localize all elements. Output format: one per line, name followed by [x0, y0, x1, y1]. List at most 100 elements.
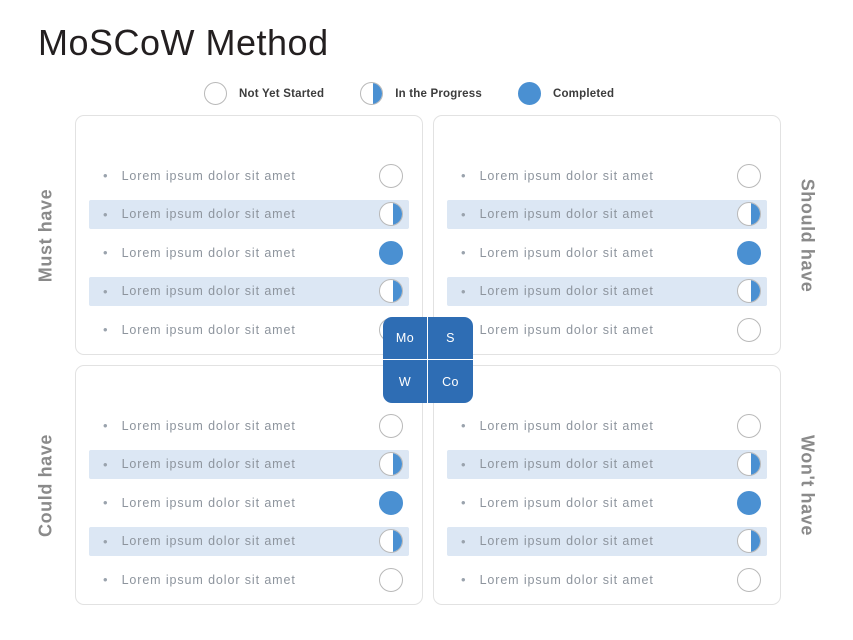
list-item[interactable]: • Lorem ipsum dolor sit amet [89, 276, 409, 306]
quadrant-must-have[interactable]: • Lorem ipsum dolor sit amet • Lorem ipsum … [75, 115, 423, 355]
bullet-icon: • [461, 206, 466, 222]
quadrant-wont-have[interactable]: • Lorem ipsum dolor sit amet • Lorem ipsum … [433, 365, 781, 605]
list-item[interactable]: • Lorem ipsum dolor sit amet [447, 449, 767, 479]
bullet-icon: • [103, 418, 108, 433]
center-cell-w[interactable]: W [383, 360, 428, 403]
quadrant-could-have[interactable]: • Lorem ipsum dolor sit amet • Lorem ipsum … [75, 365, 423, 605]
list-item-label: Lorem ipsum dolor sit amet [121, 284, 296, 298]
status-half-icon[interactable] [379, 452, 403, 476]
list-item-label: Lorem ipsum dolor sit amet [121, 322, 296, 337]
quadrant-should-have[interactable]: • Lorem ipsum dolor sit amet • Lorem ipsum … [433, 115, 781, 355]
quadrant-label-must-have: Must have [35, 188, 56, 283]
bullet-icon: • [461, 168, 466, 183]
status-full-icon[interactable] [737, 240, 761, 265]
list-item[interactable]: •Lorem ipsum dolor sit amet [447, 488, 767, 517]
list-item-label: Lorem ipsum dolor sit amet [479, 284, 654, 298]
status-full-icon[interactable] [379, 240, 403, 265]
list-item[interactable]: • Lorem ipsum dolor sit amet [447, 238, 767, 267]
status-in-the-progress-icon [360, 82, 384, 105]
center-cell-mo[interactable]: Mo [383, 317, 428, 360]
status-half-icon[interactable] [379, 279, 403, 303]
quadrant-label-could-have: Could have [35, 434, 56, 538]
legend-item-in-the-progress: In the Progress [360, 82, 482, 105]
bullet-icon: • [103, 533, 108, 549]
list-item-label: Lorem ipsum dolor sit amet [121, 207, 296, 221]
list-item[interactable]: • Lorem ipsum dolor sit amet [89, 238, 409, 267]
list-item-label: Lorem ipsum dolor sit amet [479, 322, 654, 337]
status-half-icon[interactable] [737, 529, 761, 553]
quadrant-could-have-rows: • Lorem ipsum dolor sit amet • Lorem ipsum … [89, 411, 409, 594]
moscow-center-badge[interactable]: Mo S W Co [383, 317, 473, 403]
list-item[interactable]: • Lorem ipsum dolor sit amet [89, 526, 409, 556]
list-item[interactable]: • Lorem ipsum dolor sit amet [89, 161, 409, 190]
list-item[interactable]: •Lorem ipsum dolor sit amet [89, 315, 409, 344]
list-item-label: Lorem ipsum dolor sit amet [121, 168, 296, 183]
status-half-icon[interactable] [737, 202, 761, 226]
status-empty-icon[interactable] [737, 413, 761, 438]
list-item[interactable]: • Lorem ipsum dolor sit amet [89, 488, 409, 517]
list-item[interactable]: • Lorem ipsum dolor sit amet [447, 565, 767, 594]
status-empty-icon[interactable] [737, 163, 761, 188]
status-full-icon[interactable] [379, 490, 403, 515]
bullet-icon: • [461, 283, 466, 299]
bullet-icon: • [103, 168, 108, 183]
status-empty-icon[interactable] [379, 413, 403, 438]
list-item-label: Lorem ipsum dolor sit amet [479, 245, 654, 260]
status-half-icon[interactable] [379, 202, 403, 226]
legend-label-not-yet-started: Not Yet Started [239, 87, 325, 100]
list-item-label: Lorem ipsum dolor sit amet [121, 245, 296, 260]
list-item[interactable]: • Lorem ipsum dolor sit amet [447, 161, 767, 190]
bullet-icon: • [461, 572, 466, 587]
bullet-icon: • [461, 495, 466, 510]
quadrant-must-have-rows: • Lorem ipsum dolor sit amet • Lorem ipsum … [89, 161, 409, 344]
list-item-label: Lorem ipsum dolor sit amet [479, 168, 654, 183]
list-item[interactable]: • Lorem ipsum dolor sit amet [447, 199, 767, 229]
legend-item-completed: Completed [517, 82, 615, 105]
list-item[interactable]: • Lorem ipsum dolor sit amet [89, 449, 409, 479]
quadrant-label-should-have: Should have [797, 178, 818, 293]
status-empty-icon[interactable] [379, 567, 403, 592]
list-item-label: Lorem ipsum dolor sit amet [479, 572, 654, 587]
status-empty-icon[interactable] [737, 317, 761, 342]
list-item-label: Lorem ipsum dolor sit amet [479, 418, 654, 433]
page-title: MoSCoW Method [38, 22, 329, 63]
status-half-icon[interactable] [737, 452, 761, 476]
bullet-icon: • [103, 283, 108, 299]
list-item[interactable]: • Lorem ipsum dolor sit amet [89, 411, 409, 440]
status-half-icon[interactable] [379, 529, 403, 553]
bullet-icon: • [461, 456, 466, 472]
list-item[interactable]: • Lorem ipsum dolor sit amet [447, 276, 767, 306]
list-item-label: Lorem ipsum dolor sit amet [121, 457, 296, 471]
quadrant-wont-have-rows: • Lorem ipsum dolor sit amet • Lorem ipsum … [447, 411, 767, 594]
list-item[interactable]: • Lorem ipsum dolor sit amet [89, 199, 409, 229]
bullet-icon: • [103, 206, 108, 222]
list-item-label: Lorem ipsum dolor sit amet [121, 495, 296, 510]
bullet-icon: • [103, 245, 108, 260]
legend-label-in-the-progress: In the Progress [395, 87, 482, 100]
center-cell-s[interactable]: S [428, 317, 473, 360]
bullet-icon: • [103, 572, 108, 587]
center-cell-co[interactable]: Co [442, 374, 459, 389]
list-item[interactable]: •Lorem ipsum dolor sit amet [447, 526, 767, 556]
legend-label-completed: Completed [552, 87, 615, 100]
list-item-label: Lorem ipsum dolor sit amet [479, 207, 654, 221]
status-legend: Not Yet Started In the Progress Complete… [204, 82, 614, 105]
bullet-icon: • [461, 533, 466, 549]
quadrant-label-wont-have: Won't have [797, 435, 818, 536]
list-item-label: Lorem ipsum dolor sit amet [121, 572, 296, 587]
bullet-icon: • [103, 456, 108, 472]
bullet-icon: • [461, 245, 466, 260]
list-item-label: Lorem ipsum dolor sit amet [121, 534, 296, 548]
list-item-label: Lorem ipsum dolor sit amet [121, 418, 296, 433]
bullet-icon: • [103, 495, 108, 510]
status-half-icon[interactable] [737, 279, 761, 303]
status-empty-icon[interactable] [379, 163, 403, 188]
list-item-label: Lorem ipsum dolor sit amet [479, 457, 654, 471]
list-item[interactable]: • Lorem ipsum dolor sit amet [447, 411, 767, 440]
bullet-icon: • [461, 418, 466, 433]
status-empty-icon[interactable] [737, 567, 761, 592]
status-completed-icon [517, 82, 541, 105]
list-item[interactable]: • Lorem ipsum dolor sit amet [89, 565, 409, 594]
status-full-icon[interactable] [737, 490, 761, 515]
list-item[interactable]: •Lorem ipsum dolor sit amet [447, 315, 767, 344]
